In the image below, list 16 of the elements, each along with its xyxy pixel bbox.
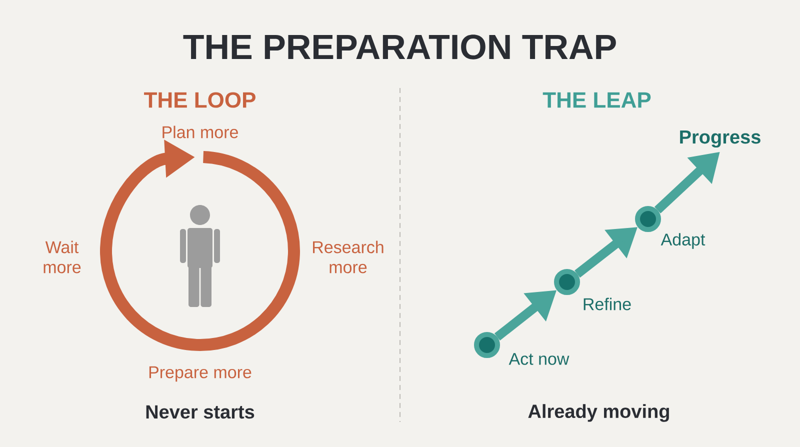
cycle-label: Research more — [313, 240, 384, 274]
step-dot — [554, 269, 580, 295]
outcome-label: Never starts — [146, 405, 254, 419]
section-heading: THE LOOP — [144, 92, 256, 108]
step-label: Act now — [508, 353, 570, 365]
cycle-label: Plan more — [162, 126, 238, 138]
section-heading: THE LEAP — [542, 92, 651, 108]
outcome-label: Already moving — [528, 404, 669, 422]
step-dot — [635, 206, 661, 232]
step-dot — [474, 332, 500, 358]
goal-label: Progress — [680, 130, 760, 148]
step-label: Refine — [584, 298, 631, 310]
cycle-label: Prepare more — [149, 366, 252, 382]
title: THE PREPARATION TRAP — [183, 34, 616, 60]
cycle-label: Wait more — [44, 240, 81, 274]
step-label: Adapt — [660, 233, 706, 249]
